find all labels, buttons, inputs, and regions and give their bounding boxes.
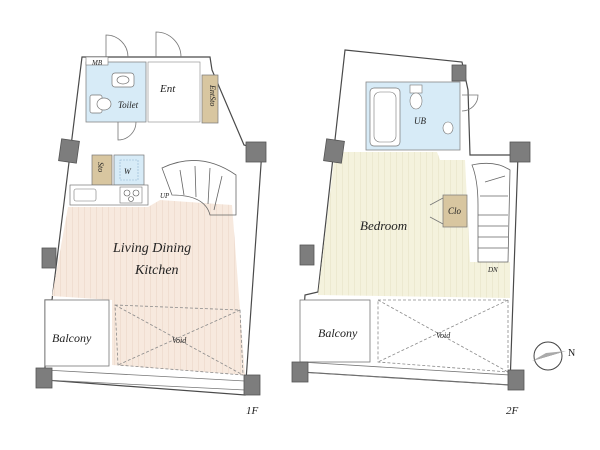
entrance-storage <box>201 74 219 124</box>
label-void-1f: Void <box>172 336 187 345</box>
label-down: DN <box>487 266 498 274</box>
pillar <box>299 244 315 266</box>
pillar <box>507 369 525 391</box>
label-ldk-line2: Kitchen <box>134 263 179 278</box>
kitchen-sink-icon <box>73 188 97 202</box>
pillar <box>291 361 309 383</box>
bedroom-floor <box>318 152 510 298</box>
stove-icon <box>119 186 143 204</box>
pillar <box>509 141 531 163</box>
label-bedroom: Bedroom <box>360 218 407 233</box>
balcony-2f <box>299 299 371 363</box>
label-balcony-2f: Balcony <box>318 326 358 340</box>
label-ldk-line1: Living Dining <box>112 241 191 256</box>
pillar <box>41 247 57 269</box>
label-washer: W <box>124 167 132 176</box>
ldk-floor <box>52 200 245 375</box>
label-storage: Sto <box>96 162 105 172</box>
sink-icon <box>111 72 135 88</box>
door-swing <box>155 31 182 58</box>
label-entrance: Ent <box>159 83 176 95</box>
entrance-area <box>147 61 201 123</box>
sink-icon <box>442 121 454 135</box>
balcony-1f <box>44 299 110 367</box>
label-mb: MB <box>91 59 103 67</box>
closet <box>442 194 468 228</box>
pillar <box>245 141 267 163</box>
floor-level-2f: 2F <box>506 405 519 417</box>
door-swing <box>117 121 137 141</box>
label-entrance-storage: EntSto <box>208 84 217 106</box>
label-up: UP <box>160 192 170 200</box>
compass-north-label: N <box>568 348 575 359</box>
pillar <box>323 138 345 164</box>
label-closet: Clo <box>448 206 462 216</box>
label-unit-bath: UB <box>414 116 426 126</box>
label-balcony-1f: Balcony <box>52 331 92 345</box>
meter-box <box>85 56 109 66</box>
door-swing <box>105 34 129 58</box>
compass-icon <box>533 341 563 371</box>
pillar <box>243 374 261 396</box>
pillar <box>451 64 467 82</box>
label-void-2f: Void <box>436 331 451 340</box>
staircase-2f <box>471 162 511 263</box>
staircase-1f <box>161 160 237 216</box>
floor-2f: UB Bedroom Clo DN Balcony Void 2F <box>291 49 531 417</box>
pillar <box>35 367 53 389</box>
pillar <box>58 138 80 164</box>
floor-level-1f: 1F <box>246 405 259 417</box>
bathtub-icon <box>369 87 401 147</box>
compass-rose: N <box>532 341 575 371</box>
toilet-icon <box>409 84 423 94</box>
door-swing <box>461 94 479 112</box>
floor-1f: MB Ent Toilet EntSto Sto W UP Living Din… <box>35 31 267 417</box>
label-toilet: Toilet <box>118 100 139 110</box>
